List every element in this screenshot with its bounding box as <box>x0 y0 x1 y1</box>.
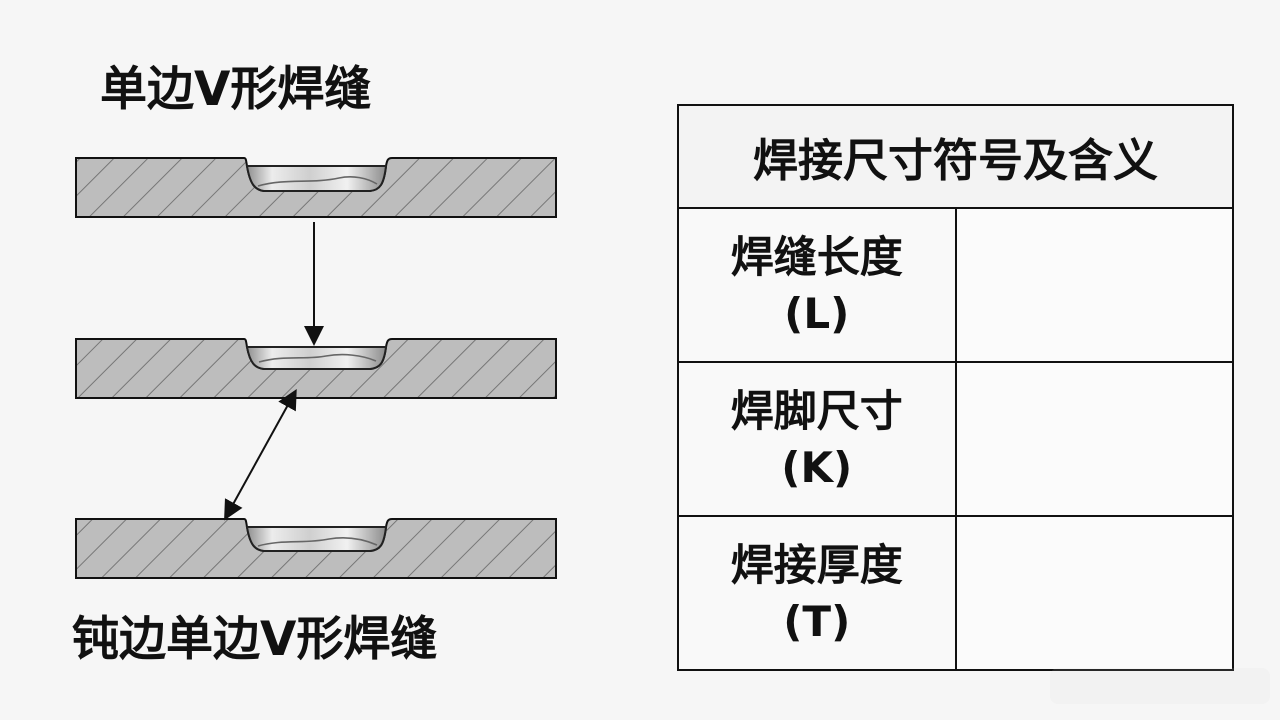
table-header-row: 焊接尺寸符号及含义 <box>677 104 1234 209</box>
single-v-weld-label: 单边V形焊缝 <box>100 62 372 117</box>
leg-size-term: 焊脚尺寸 <box>730 386 903 437</box>
weld-size-symbol-table: 焊接尺寸符号及含义 焊缝长度 (L) 焊脚尺寸 (K) 焊接厚度 (T) <box>677 104 1234 671</box>
weld-thickness-symbol: (T) <box>783 596 851 646</box>
leg-size-row: 焊脚尺寸 (K) <box>677 361 1234 517</box>
leg-size-symbol: (K) <box>781 442 853 492</box>
weld-length-symbol: (L) <box>784 288 850 338</box>
weld-thickness-term: 焊接厚度 <box>730 540 903 591</box>
table-title: 焊接尺寸符号及含义 <box>677 104 1234 209</box>
weld-length-meaning <box>954 207 1234 363</box>
leg-size-cell: 焊脚尺寸 (K) <box>677 361 957 517</box>
blunt-single-v-weld-label: 钝边单边V形焊缝 <box>72 612 438 667</box>
weld-length-cell: 焊缝长度 (L) <box>677 207 957 363</box>
weld-length-row: 焊缝长度 (L) <box>677 207 1234 363</box>
weld-thickness-cell: 焊接厚度 (T) <box>677 515 957 671</box>
weld-plate-middle <box>75 338 557 399</box>
weld-thickness-row: 焊接厚度 (T) <box>677 515 1234 671</box>
weld-plate-top <box>75 157 557 218</box>
weld-length-term: 焊缝长度 <box>730 232 903 283</box>
weld-thickness-meaning <box>954 515 1234 671</box>
watermark <box>1050 668 1270 704</box>
weld-plate-bottom <box>75 518 557 579</box>
leg-size-meaning <box>954 361 1234 517</box>
double-arrow <box>224 388 297 521</box>
